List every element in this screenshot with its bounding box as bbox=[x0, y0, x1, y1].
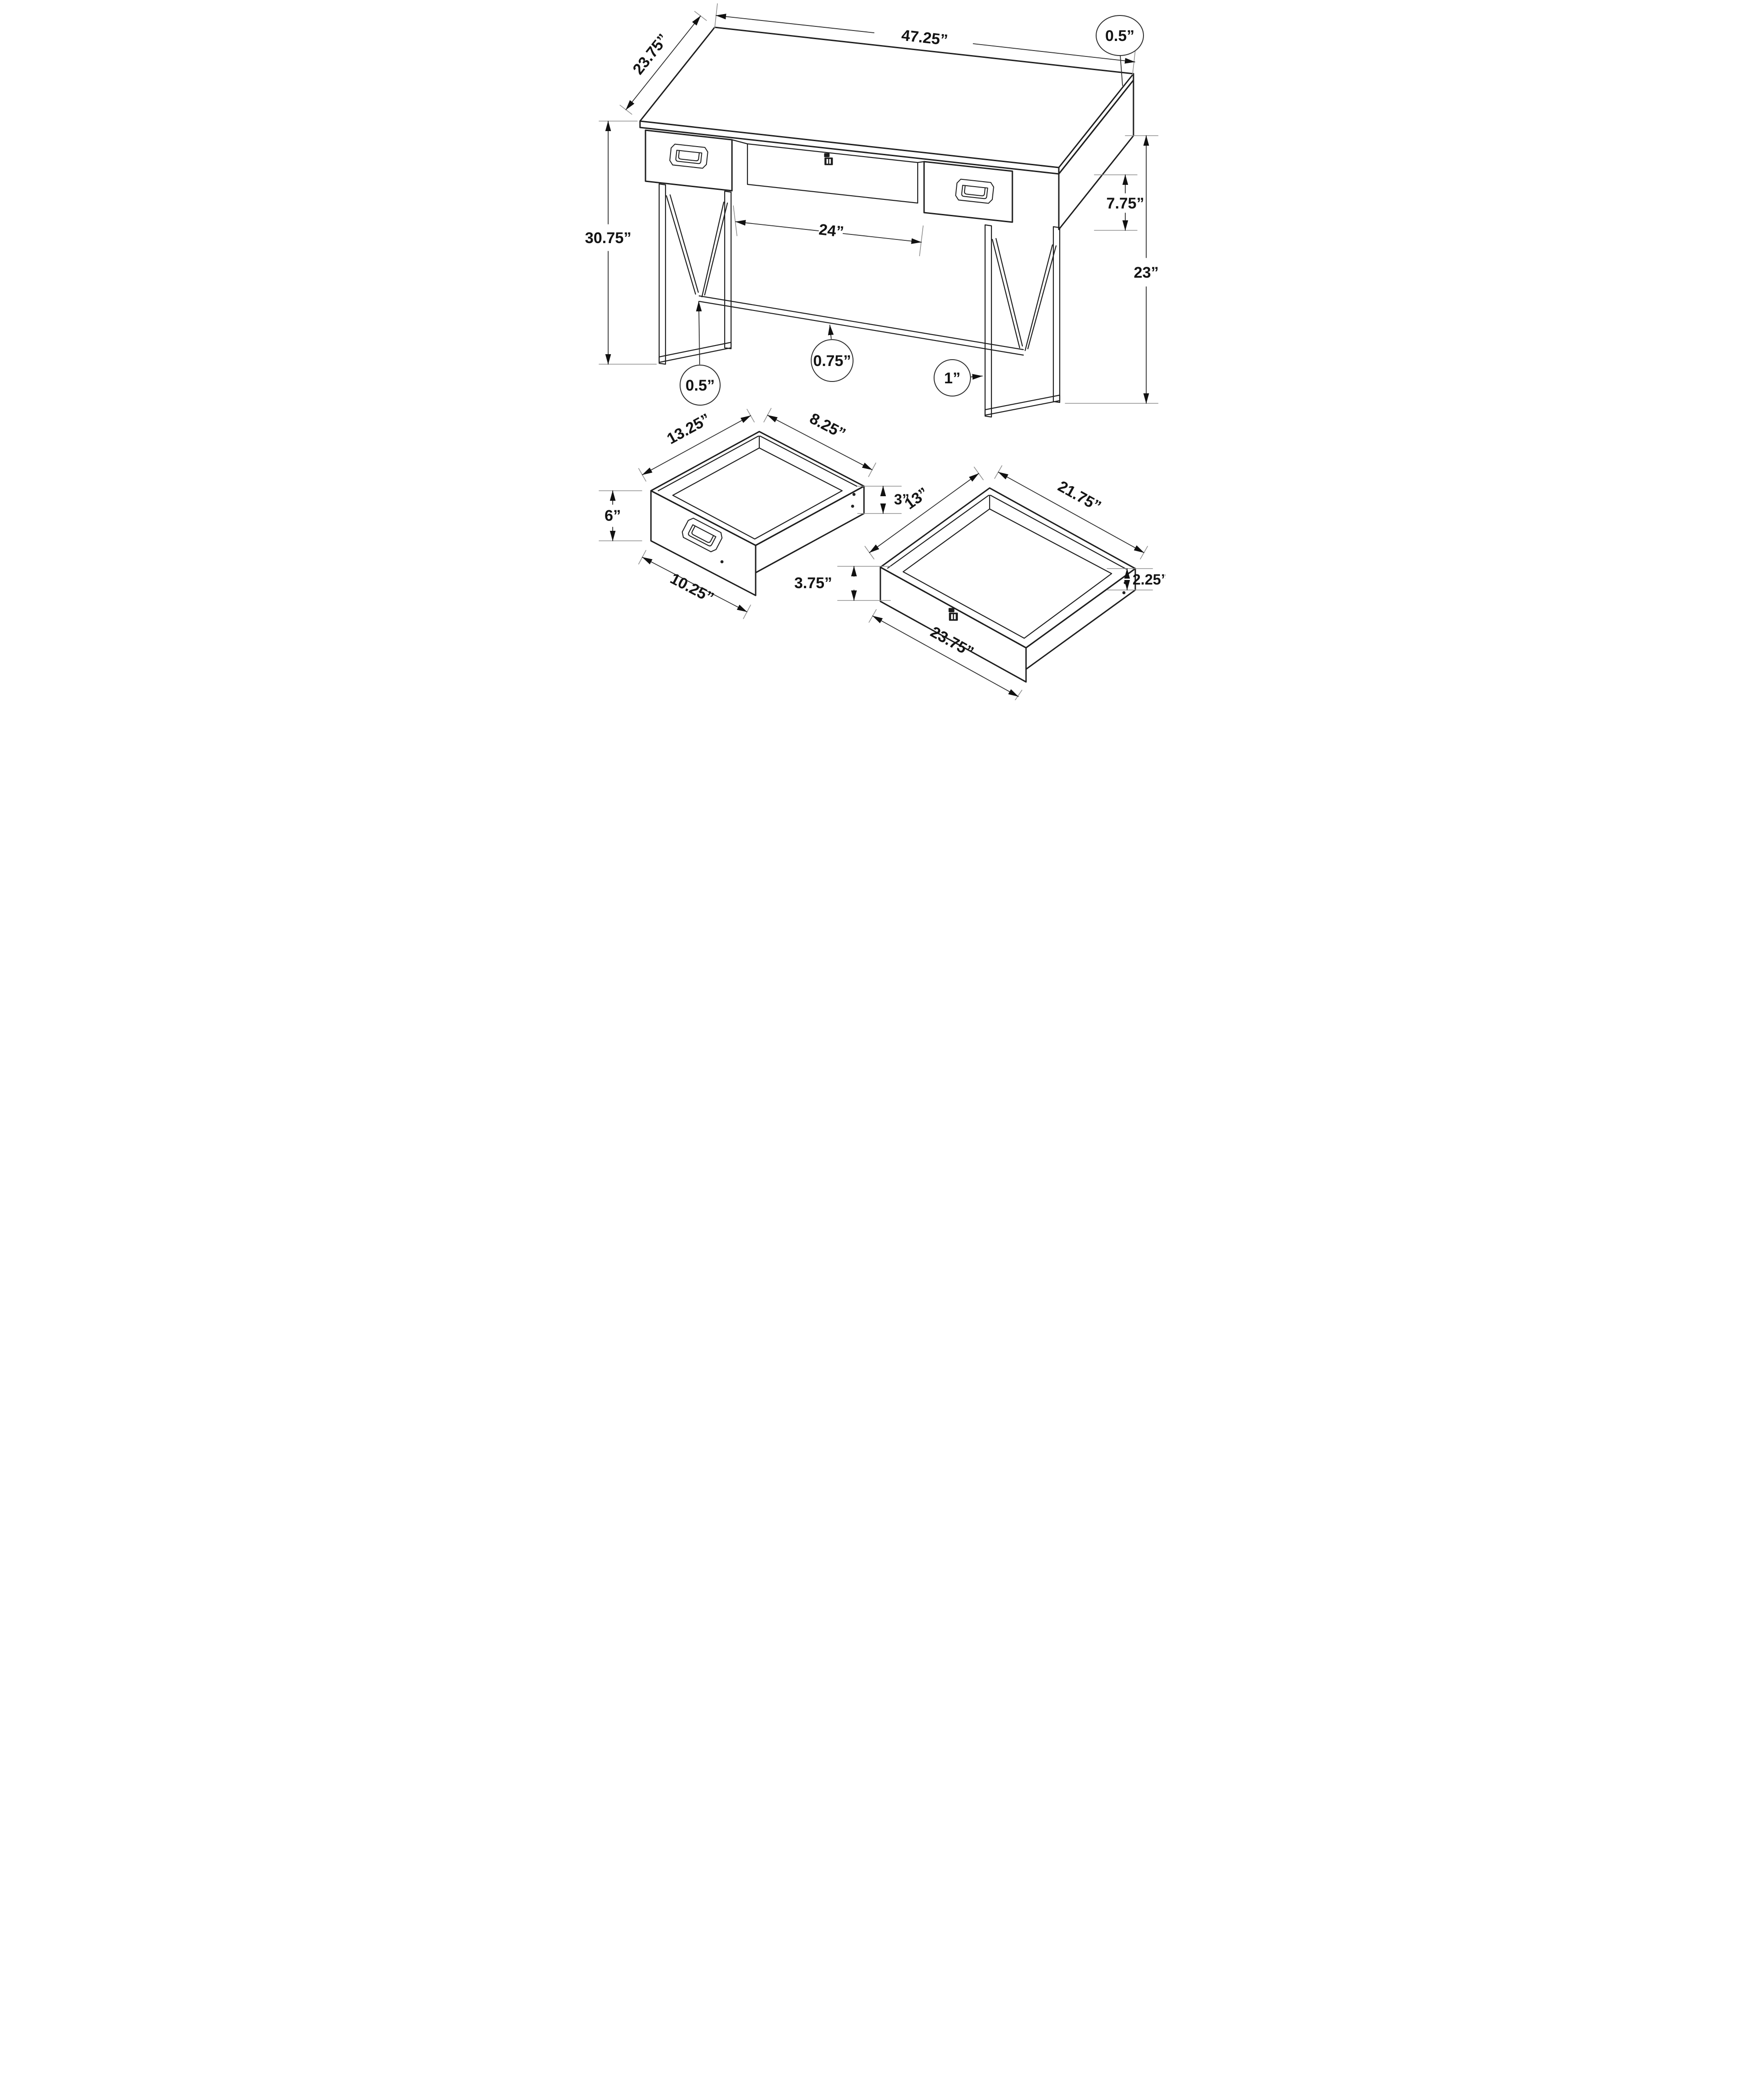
desk-dimensions: 23.75” 47.25” 0.5” 7.75” 30.75” bbox=[585, 3, 1159, 406]
dim-small-drawer-depth-label: 13.25” bbox=[664, 410, 713, 447]
small-drawer-front-panel bbox=[650, 490, 757, 596]
desk-left-drawer-front bbox=[645, 129, 733, 192]
small-drawer-pull bbox=[680, 516, 725, 554]
desk-v-brace-right bbox=[991, 238, 1057, 351]
dim-desk-width-label: 47.25” bbox=[900, 27, 949, 49]
dim-large-drawer-front-height-label: 3.75” bbox=[794, 575, 832, 592]
dim-small-drawer-width-label: 8.25” bbox=[807, 410, 848, 442]
callout-desk-brace: 0.5” bbox=[680, 301, 721, 406]
callout-desk-top-thickness-label: 0.5” bbox=[1105, 27, 1134, 45]
desk-v-brace-left bbox=[666, 194, 728, 298]
desk-top-face bbox=[639, 26, 1134, 168]
desk-top-front-edge bbox=[639, 120, 1060, 175]
furniture-dimension-diagram: 23.75” 47.25” 0.5” 7.75” 30.75” bbox=[585, 3, 1165, 700]
dim-desk-overall-height: 30.75” bbox=[585, 121, 657, 365]
dim-small-drawer-front-width-label: 10.25” bbox=[667, 570, 716, 607]
dim-desk-depth: 23.75” bbox=[620, 11, 707, 115]
desk-center-connectors bbox=[731, 139, 925, 163]
dim-large-drawer-side-height-label: 2.25” bbox=[1133, 571, 1165, 588]
right-drawer-pull bbox=[955, 178, 995, 204]
small-drawer-side bbox=[755, 485, 865, 574]
center-drawer-latch bbox=[824, 153, 833, 165]
diagram-page: 23.75” 47.25” 0.5” 7.75” 30.75” bbox=[583, 0, 1165, 700]
desk-drawing bbox=[639, 26, 1134, 418]
dim-desk-apron-height-label: 7.75” bbox=[1106, 195, 1144, 212]
dim-desk-leg-height-label: 23” bbox=[1134, 264, 1159, 281]
dim-desk-knee-width: 24” bbox=[733, 205, 924, 256]
desk-right-drawer-front bbox=[923, 161, 1013, 223]
desk-stretcher bbox=[698, 295, 1024, 356]
dim-small-drawer-front-height-label: 6” bbox=[605, 507, 621, 524]
large-drawer-floor bbox=[902, 494, 1113, 639]
large-drawer-front-panel bbox=[879, 566, 1027, 683]
left-drawer-pull bbox=[669, 143, 709, 169]
callout-desk-stretcher: 0.75” bbox=[811, 325, 854, 382]
callout-desk-top-thickness: 0.5” bbox=[1096, 15, 1144, 86]
dim-desk-knee-width-label: 24” bbox=[818, 221, 845, 241]
dim-small-drawer-front-height: 6” bbox=[599, 490, 642, 541]
dim-desk-apron-height: 7.75” bbox=[1094, 174, 1144, 231]
large-drawer-dimensions: 13” 21.75” 3.75” 2.25” 23.75” bbox=[794, 465, 1165, 700]
desk-bottom-rail-left bbox=[658, 341, 732, 363]
dim-large-drawer-width-label: 21.75” bbox=[1055, 478, 1104, 515]
callout-desk-stretcher-label: 0.75” bbox=[813, 352, 851, 370]
dim-large-drawer-side-height: 2.25” bbox=[1107, 568, 1165, 590]
desk-leg-back-right bbox=[1052, 226, 1061, 403]
desk-bottom-rail-right bbox=[984, 394, 1061, 416]
callout-desk-leg-width-label: 1” bbox=[944, 370, 960, 387]
desk-leg-front-left bbox=[658, 183, 666, 365]
dim-large-drawer-front-width-label: 23.75” bbox=[927, 623, 976, 661]
small-drawer-floor bbox=[672, 435, 843, 540]
dim-desk-depth-label: 23.75” bbox=[630, 31, 672, 78]
dim-large-drawer-front-height: 3.75” bbox=[794, 566, 891, 601]
dim-desk-leg-height: 23” bbox=[1065, 135, 1159, 404]
dim-large-drawer-width: 21.75” bbox=[994, 465, 1148, 559]
large-drawer-side bbox=[1025, 568, 1136, 670]
desk-center-drawer-front bbox=[747, 143, 919, 204]
small-drawer-dimensions: 13.25” 8.25” 6” 3” 10.25” bbox=[599, 408, 910, 619]
desk-leg-front-right bbox=[984, 224, 992, 418]
desk-leg-back-left bbox=[724, 190, 732, 350]
small-drawer-drawing bbox=[650, 431, 865, 596]
dim-large-drawer-front-width: 23.75” bbox=[869, 609, 1022, 700]
dim-desk-overall-height-label: 30.75” bbox=[585, 229, 631, 247]
callout-desk-leg-width: 1” bbox=[934, 359, 983, 397]
callout-desk-brace-label: 0.5” bbox=[686, 377, 715, 394]
dim-desk-width: 47.25” bbox=[714, 3, 1136, 75]
dim-large-drawer-depth: 13” bbox=[864, 467, 984, 559]
dim-large-drawer-depth-label: 13” bbox=[901, 484, 932, 513]
